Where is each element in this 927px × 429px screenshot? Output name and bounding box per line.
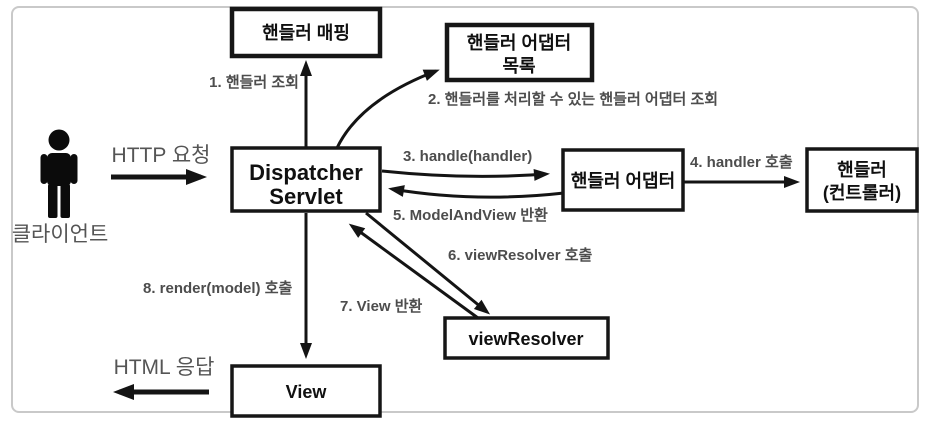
step4-label: 4. handler 호출: [690, 154, 793, 171]
handler-label-line1: 핸들러: [837, 160, 887, 180]
person-left-leg: [48, 184, 58, 218]
box-handler-adapter-list: [444, 22, 595, 83]
step2-label: 2. 핸들러를 처리할 수 있는 핸들러 어댑터 조회: [428, 90, 718, 108]
dispatcher-label-line1: Dispatcher: [249, 160, 363, 185]
box-handler-adapter: [561, 148, 685, 212]
view-label: View: [286, 382, 328, 402]
arrow-step3-handle: [381, 168, 550, 181]
step1-label: 1. 핸들러 조회: [209, 74, 299, 91]
person-right-leg: [60, 184, 70, 218]
handler-adapter-list-label-line1: 핸들러 어댑터: [467, 33, 571, 53]
arrow-step2-adapter-lookup: [335, 69, 440, 149]
arrow-step7-view-return: [348, 223, 479, 320]
box-dispatcher-servlet: [230, 146, 382, 213]
box-view: [230, 364, 382, 418]
step6-label: 6. viewResolver 호출: [448, 247, 593, 264]
client-label: 클라이언트: [12, 223, 109, 246]
http-request-label: HTTP 요청: [112, 144, 211, 167]
view-resolver-label: viewResolver: [468, 329, 583, 349]
arrow-step5-modelandview-return: [388, 185, 565, 199]
step3-label: 3. handle(handler): [403, 148, 532, 165]
person-left-arm: [40, 154, 48, 184]
step7-label: 7. View 반환: [340, 297, 423, 315]
person-head: [48, 129, 70, 151]
dispatcher-label-line2: Servlet: [269, 184, 343, 209]
handler-adapter-list-label-line2: 목록: [502, 56, 535, 76]
step8-label: 8. render(model) 호출: [143, 280, 292, 297]
box-handler-mapping: [229, 6, 383, 59]
arrow-step6-viewresolver-call: [365, 211, 491, 315]
handler-label-line2: (컨트롤러): [823, 183, 901, 203]
html-response-label: HTML 응답: [114, 356, 215, 379]
client-person-icon: [40, 129, 78, 218]
person-torso: [47, 153, 71, 186]
box-handler-controller: [805, 147, 919, 213]
person-right-arm: [70, 154, 78, 184]
handler-mapping-label: 핸들러 매핑: [262, 23, 350, 43]
box-view-resolver: [443, 316, 610, 360]
step5-label: 5. ModelAndView 반환: [393, 206, 548, 224]
handler-adapter-label: 핸들러 어댑터: [571, 171, 675, 191]
